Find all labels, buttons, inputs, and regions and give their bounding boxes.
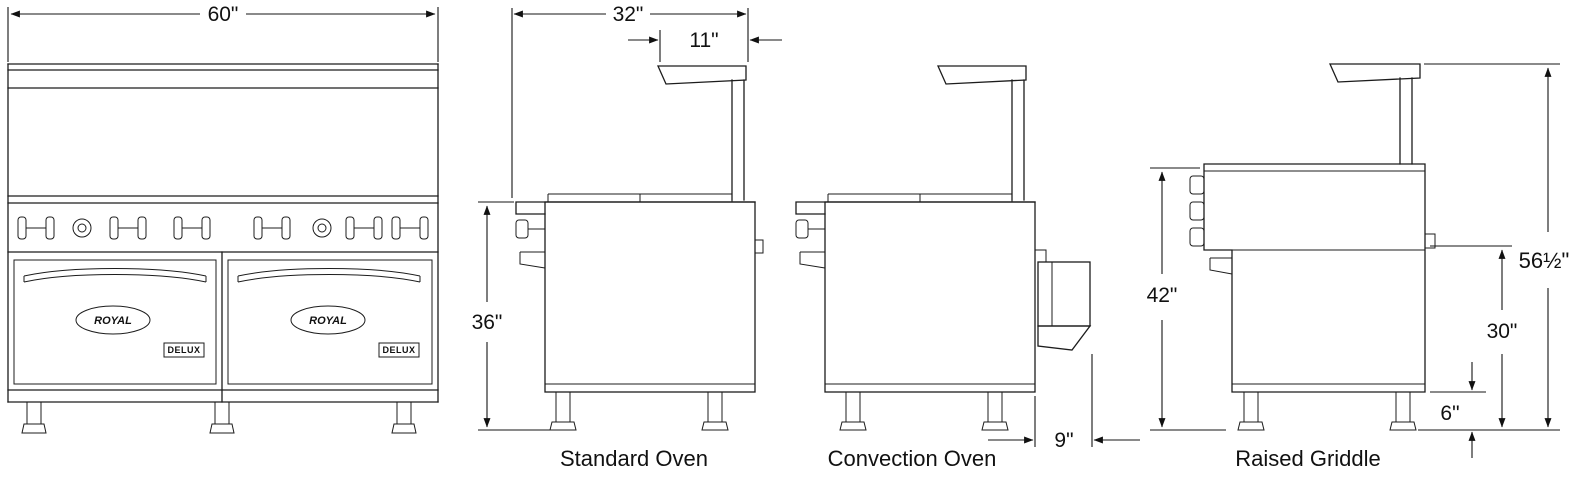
right-door-handle (237, 268, 421, 283)
brand-logo-left: ROYAL (94, 315, 132, 327)
high-shelf (936, 65, 1027, 85)
high-shelf (656, 65, 747, 85)
front-legs (21, 401, 417, 434)
dim-griddle-42: 42" (1147, 167, 1226, 431)
overall-height-dim-label: 56½" (1519, 248, 1570, 273)
rear-valve (1424, 233, 1436, 249)
dim-body-30: 30" (1430, 245, 1518, 428)
range-outline (7, 63, 439, 403)
burner-knobs (17, 216, 429, 240)
dim-leg-6: 6" (1430, 362, 1486, 458)
body-height-dim-label: 30" (1487, 320, 1518, 343)
side-control-knob (515, 219, 529, 239)
height-dim-label: 36" (472, 311, 503, 334)
griddle-body (1203, 163, 1426, 393)
door-handle-profile (1209, 257, 1233, 275)
dim-shelf-11: 11" (628, 29, 782, 62)
dim-width-60: 60" (7, 3, 439, 62)
burner-grates (827, 193, 1013, 202)
convection-oven-label: Convection Oven (828, 446, 997, 471)
side-legs (1237, 391, 1417, 431)
front-view: 60" ROYAL R (7, 3, 439, 434)
griddle-height-dim-label: 42" (1147, 284, 1178, 307)
side-legs (549, 391, 729, 431)
raised-griddle-label: Raised Griddle (1235, 446, 1381, 471)
door-handle-profile (799, 251, 826, 269)
shelf-post (731, 79, 745, 201)
brand-oval-left (75, 305, 151, 335)
side-legs (839, 391, 1009, 431)
standard-oven-label: Standard Oven (560, 446, 708, 471)
burner-grates (547, 193, 733, 202)
range-top-rail (7, 63, 439, 89)
griddle-knobs (1189, 175, 1205, 247)
brand-oval-right (290, 305, 366, 335)
delux-badge-frame-left (163, 342, 205, 358)
depth-dim-label: 32" (613, 3, 644, 26)
raised-griddle-view: 42" 56½" 30 (1147, 63, 1570, 471)
cooktop-edge (515, 201, 756, 215)
dim-depth-32: 32" (511, 3, 749, 198)
shelf-post (1011, 79, 1025, 201)
high-shelf (1328, 63, 1421, 83)
oven-body (824, 201, 1036, 393)
dim-overall-56: 56½" (1418, 63, 1570, 431)
rear-valve (754, 239, 764, 254)
oven-body (544, 201, 756, 393)
standard-oven-view: 32" 11" 36" (472, 3, 782, 471)
convection-motor (1035, 249, 1092, 351)
door-handle-profile (519, 251, 546, 269)
delux-badge-left: DELUX (167, 345, 200, 355)
delux-badge-frame-right (378, 342, 420, 358)
side-control-knob (795, 219, 809, 239)
left-door-handle (23, 268, 207, 283)
front-width-dim-label: 60" (208, 3, 239, 26)
shelf-post (1399, 77, 1413, 165)
dim-height-36: 36" (472, 201, 550, 431)
control-panel-band (7, 195, 439, 253)
body-lines (1204, 170, 1425, 385)
convection-oven-view: 9" Convection Oven (795, 65, 1140, 471)
brand-logo-right: ROYAL (309, 315, 347, 327)
dim-motor-9: 9" (988, 354, 1140, 452)
oven-doors: ROYAL ROYAL DELUX DELUX (13, 251, 433, 403)
base-band (7, 389, 439, 403)
shelf-dim-label: 11" (689, 29, 718, 52)
delux-badge-right: DELUX (382, 345, 415, 355)
leg-height-dim-label: 6" (1440, 402, 1459, 425)
cooktop-edge (795, 201, 1036, 215)
motor-dim-label: 9" (1054, 429, 1073, 452)
